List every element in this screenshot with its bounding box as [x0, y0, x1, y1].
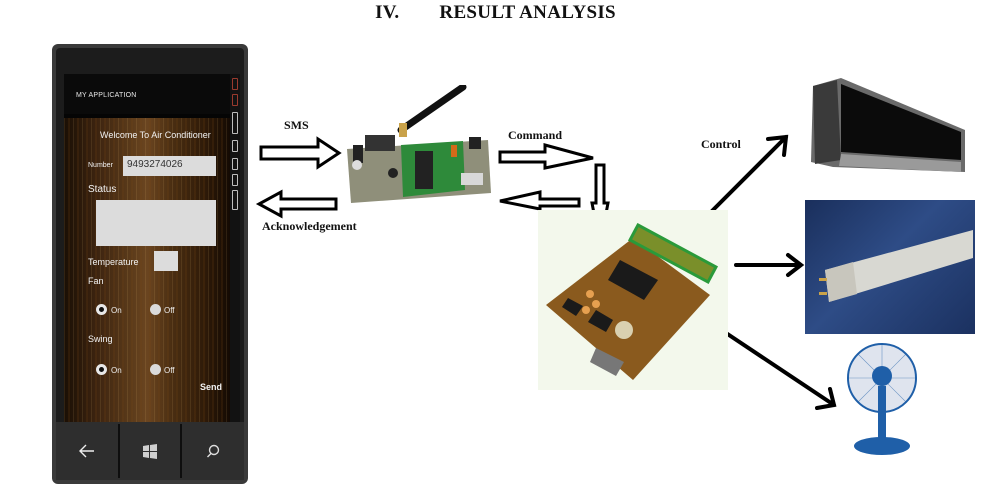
fan-on-label: On	[111, 306, 122, 315]
number-value: 9493274026	[127, 159, 183, 170]
swing-off-label: Off	[164, 366, 175, 375]
control-arrow-light	[734, 253, 805, 277]
send-button[interactable]: Send	[200, 382, 223, 392]
section-number: IV.	[375, 2, 400, 23]
command-arrow-right	[498, 143, 594, 170]
microcontroller-board	[538, 210, 728, 390]
sms-arrow	[259, 136, 342, 170]
control-arrow-fan	[712, 323, 837, 410]
fan-off-radio[interactable]	[150, 304, 161, 315]
number-input[interactable]: 9493274026	[123, 156, 216, 176]
section-heading: IV. RESULT ANALYSIS	[0, 2, 991, 24]
control-label: Control	[701, 137, 741, 151]
status-textbox[interactable]	[96, 200, 216, 246]
command-label: Command	[508, 128, 563, 142]
welcome-text: Welcome To Air Conditioner	[100, 130, 211, 140]
control-arrow-ac	[710, 134, 789, 213]
temperature-input[interactable]	[154, 251, 178, 271]
air-conditioner	[811, 78, 965, 172]
tube-light	[805, 200, 975, 334]
acknowledgement-arrow	[255, 189, 338, 219]
status-label: Status	[88, 184, 117, 195]
search-button[interactable]	[182, 422, 244, 480]
swing-label: Swing	[88, 334, 113, 344]
number-label: Number	[88, 162, 113, 169]
back-arrow-icon	[79, 444, 94, 458]
fan-off-label: Off	[164, 306, 175, 315]
phone-nav-bar	[56, 422, 244, 480]
gsm-modem-board	[347, 85, 491, 203]
fan-on-radio[interactable]	[96, 304, 107, 315]
sms-label: SMS	[284, 118, 309, 132]
app-title: MY APPLICATION	[76, 92, 137, 99]
swing-on-label: On	[111, 366, 122, 375]
swing-on-radio[interactable]	[96, 364, 107, 375]
back-button[interactable]	[56, 422, 118, 480]
acknowledgement-label: Acknowledgement	[262, 219, 357, 233]
start-button[interactable]	[120, 422, 180, 480]
section-title: RESULT ANALYSIS	[439, 2, 616, 23]
fan-label: Fan	[88, 276, 104, 286]
return-arrow-left	[499, 190, 581, 211]
windows-logo-icon	[143, 444, 157, 459]
swing-off-radio[interactable]	[150, 364, 161, 375]
app-scroll-strip	[230, 74, 240, 422]
app-header: MY APPLICATION	[64, 74, 240, 114]
phone-screen: MY APPLICATION Welcome To Air Conditione…	[64, 74, 240, 422]
search-icon	[207, 444, 220, 458]
temperature-label: Temperature	[88, 257, 139, 267]
table-fan	[847, 343, 917, 455]
app-body: Welcome To Air Conditioner Number 949327…	[64, 118, 230, 422]
